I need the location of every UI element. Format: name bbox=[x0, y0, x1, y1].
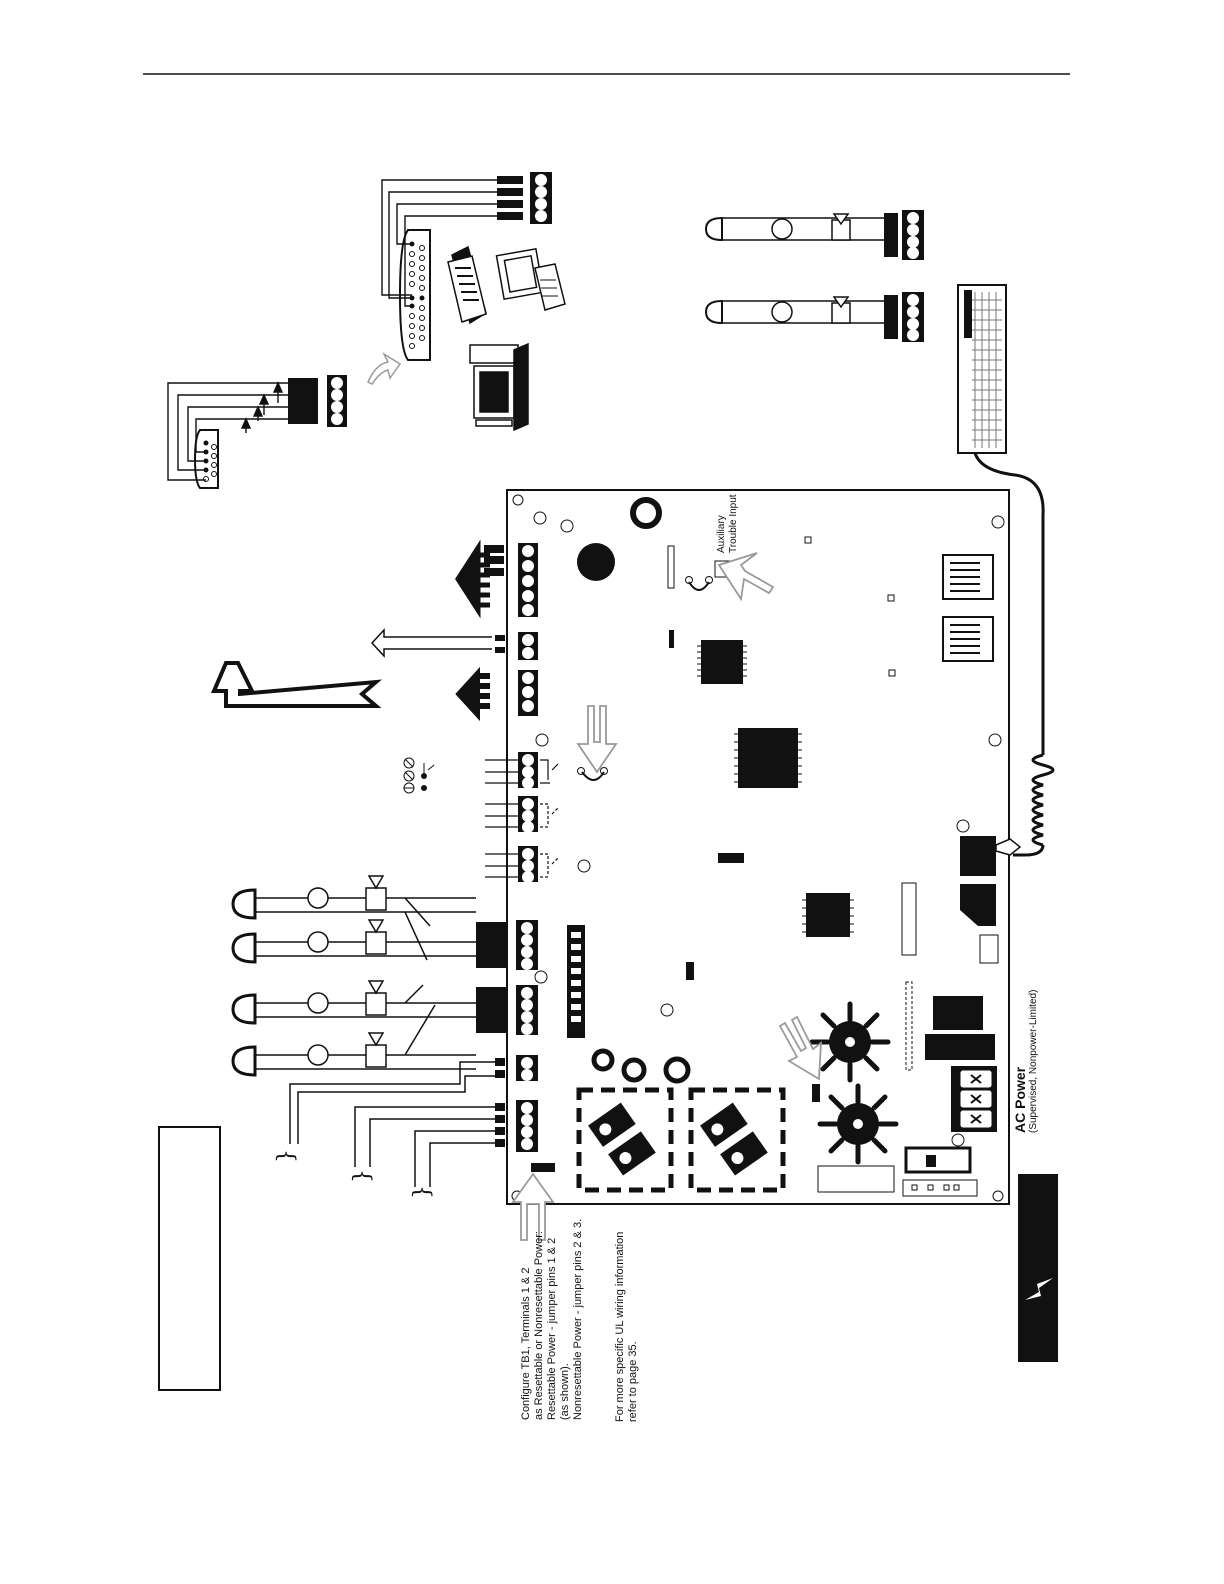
output-arrows bbox=[214, 548, 492, 716]
power-output-wires bbox=[290, 1062, 495, 1187]
computer-icon bbox=[496, 249, 565, 310]
tb1-note-line: Configure TB1, Terminals 1 & 2 bbox=[520, 1219, 533, 1420]
serial-terminal-block bbox=[288, 375, 347, 427]
keyboard-icon bbox=[958, 285, 1006, 453]
svg-text:}: } bbox=[410, 1185, 435, 1199]
svg-text:}: } bbox=[274, 1149, 299, 1163]
tb1-config-note: Configure TB1, Terminals 1 & 2 as Resett… bbox=[520, 1219, 585, 1420]
ul-note-line: For more specific UL wiring information bbox=[614, 1232, 627, 1422]
aux-trouble-line-1: Auxiliary bbox=[716, 494, 728, 553]
tb1-note-line: Nonresettable Power - jumper pins 2 & 3. bbox=[572, 1219, 585, 1420]
printer-terminal-block bbox=[497, 172, 552, 224]
remote-terminal-blocks bbox=[884, 210, 924, 342]
ul-wiring-note: For more specific UL wiring information … bbox=[614, 1232, 640, 1422]
tb1-note-line: as Resettable or Nonresettable Power: bbox=[533, 1219, 546, 1420]
printer-icon bbox=[448, 247, 486, 323]
tb1-note-line: (as shown). bbox=[559, 1219, 572, 1420]
ac-power-label: AC Power (Supervised, Nonpower-Limited) bbox=[1012, 990, 1040, 1133]
serial-wiring bbox=[168, 383, 288, 480]
nac-devices bbox=[233, 876, 476, 1075]
svg-text:}: } bbox=[350, 1169, 375, 1183]
workstation-icon bbox=[470, 344, 528, 430]
tb1-note-line: Resettable Power - jumper pins 1 & 2 bbox=[546, 1219, 559, 1420]
blank-box bbox=[159, 1127, 220, 1390]
ul-note-line: refer to page 35. bbox=[627, 1232, 640, 1422]
relay-legend-icon bbox=[404, 758, 434, 793]
warning-box bbox=[1018, 1174, 1058, 1362]
control-panel-board bbox=[507, 490, 1009, 1204]
remote-devices bbox=[706, 214, 884, 323]
ac-power-subtitle: (Supervised, Nonpower-Limited) bbox=[1028, 990, 1040, 1133]
ac-power-title: AC Power bbox=[1012, 990, 1028, 1133]
aux-trouble-line-2: Trouble Input bbox=[728, 494, 740, 553]
aux-trouble-label: Auxiliary Trouble Input bbox=[716, 494, 740, 553]
curved-arrow-icon bbox=[368, 354, 400, 384]
